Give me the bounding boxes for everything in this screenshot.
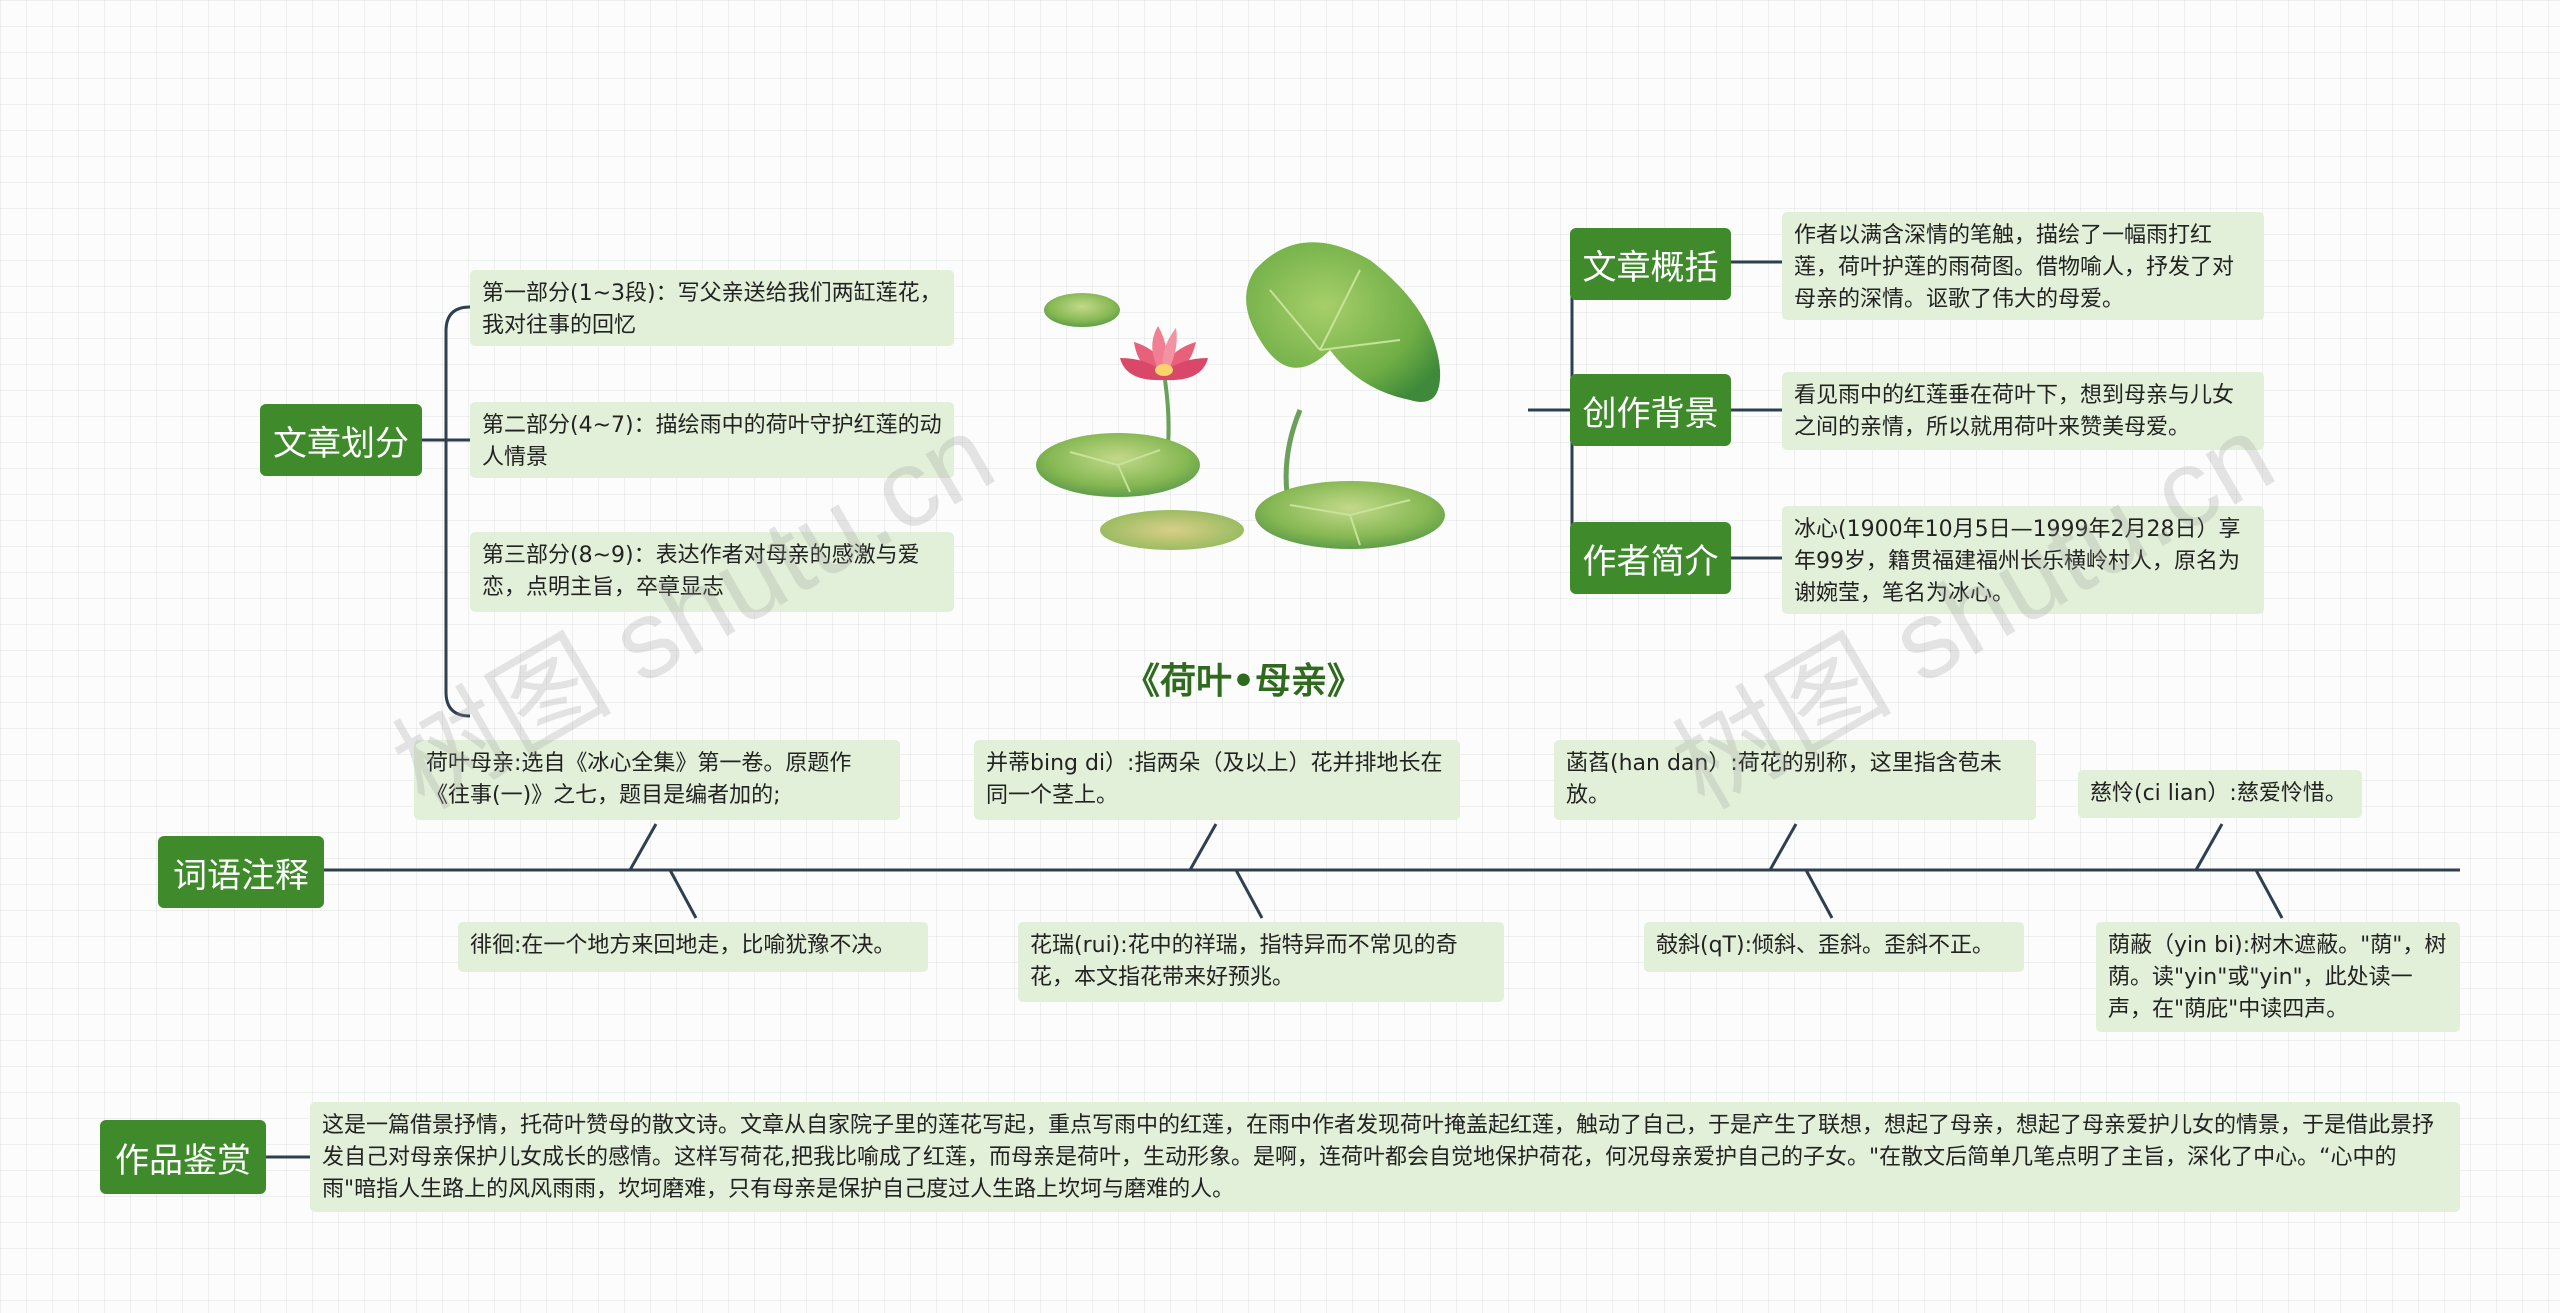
background-text: 看见雨中的红莲垂在荷叶下，想到母亲与儿女之间的亲情，所以就用荷叶来赞美母爱。 — [1782, 372, 2264, 450]
glossary-item: 菡萏(han dan）:荷花的别称，这里指含苞未放。 — [1554, 740, 2036, 820]
glossary-item: 攲斜(qT):倾斜、歪斜。歪斜不正。 — [1644, 922, 2024, 972]
glossary-item: 花瑞(rui):花中的祥瑞，指特异而不常见的奇花，本文指花带来好预兆。 — [1018, 922, 1504, 1002]
topic-article-summary[interactable]: 文章概括 — [1570, 228, 1731, 300]
author-text: 冰心(1900年10月5日—1999年2月28日）享年99岁，籍贯福建福州长乐横… — [1782, 506, 2264, 614]
appreciation-text: 这是一篇借景抒情，托荷叶赞母的散文诗。文章从自家院子里的莲花写起，重点写雨中的红… — [310, 1102, 2460, 1212]
summary-text: 作者以满含深情的笔触，描绘了一幅雨打红莲，荷叶护莲的雨荷图。借物喻人，抒发了对母… — [1782, 212, 2264, 320]
glossary-item: 慈怜(ci lian）:慈爱怜惜。 — [2078, 770, 2362, 818]
glossary-item: 荫蔽（yin bi):树木遮蔽。"荫"，树荫。读"yin"或"yin"，此处读一… — [2096, 922, 2460, 1032]
glossary-item: 并蒂bing di）:指两朵（及以上）花并排地长在同一个茎上。 — [974, 740, 1460, 820]
topic-appreciation[interactable]: 作品鉴赏 — [100, 1120, 266, 1194]
topic-glossary[interactable]: 词语注释 — [158, 836, 324, 908]
topic-creation-background[interactable]: 创作背景 — [1570, 374, 1731, 446]
lotus-illustration — [1036, 242, 1445, 550]
page-title: 《荷叶•母亲》 — [1124, 661, 1364, 702]
lotus-flower-icon — [1120, 326, 1208, 381]
topic-article-division[interactable]: 文章划分 — [260, 404, 422, 476]
topic-author-intro[interactable]: 作者简介 — [1570, 522, 1731, 594]
division-part-1: 第一部分(1~3段)：写父亲送给我们两缸莲花，我对往事的回忆 — [470, 270, 954, 346]
division-part-2: 第二部分(4~7)：描绘雨中的荷叶守护红莲的动人情景 — [470, 402, 954, 478]
glossary-item: 荷叶母亲:选自《冰心全集》第一卷。原题作《往事(一)》之七，题目是编者加的; — [414, 740, 900, 820]
division-part-3: 第三部分(8~9)：表达作者对母亲的感激与爱恋，点明主旨，卒章显志 — [470, 532, 954, 612]
glossary-item: 徘徊:在一个地方来回地走，比喻犹豫不决。 — [458, 922, 928, 972]
